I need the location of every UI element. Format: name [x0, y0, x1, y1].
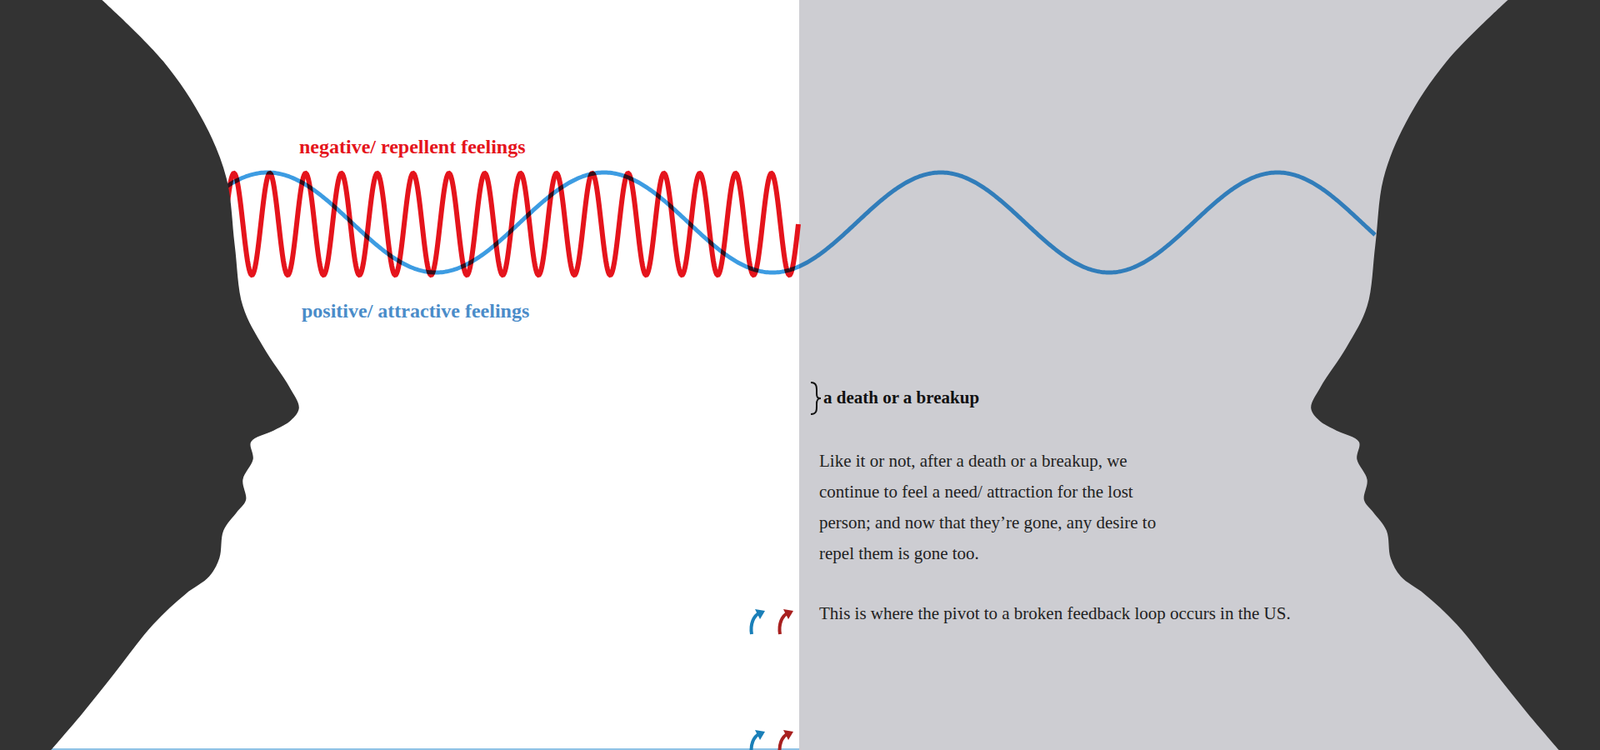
section-heading: a death or a breakup — [823, 386, 980, 409]
note-paragraph: This is where the pivot to a broken feed… — [819, 598, 1311, 630]
arrow-head — [755, 730, 765, 740]
arrow-head — [783, 609, 794, 620]
curved-arrow-icon — [750, 609, 765, 635]
arrow-head — [783, 730, 794, 740]
body-paragraph: Like it or not, after a death or a break… — [819, 445, 1182, 570]
grey-panel — [799, 0, 1600, 750]
curved-arrow-icon — [779, 609, 794, 635]
wave-label: negative/ repellent feelings — [299, 134, 526, 160]
arrow-head — [755, 609, 765, 620]
positive-wave — [225, 172, 1375, 273]
wave-label: positive/ attractive feelings — [301, 298, 530, 324]
brace — [810, 382, 821, 415]
left-head-silhouette — [0, 0, 300, 750]
curved-arrow-icon — [779, 730, 794, 750]
curved-arrow-icon — [750, 730, 765, 750]
bottom-rule — [0, 748, 800, 750]
arrow-icons — [750, 609, 794, 750]
right-head-silhouette — [1310, 0, 1600, 750]
